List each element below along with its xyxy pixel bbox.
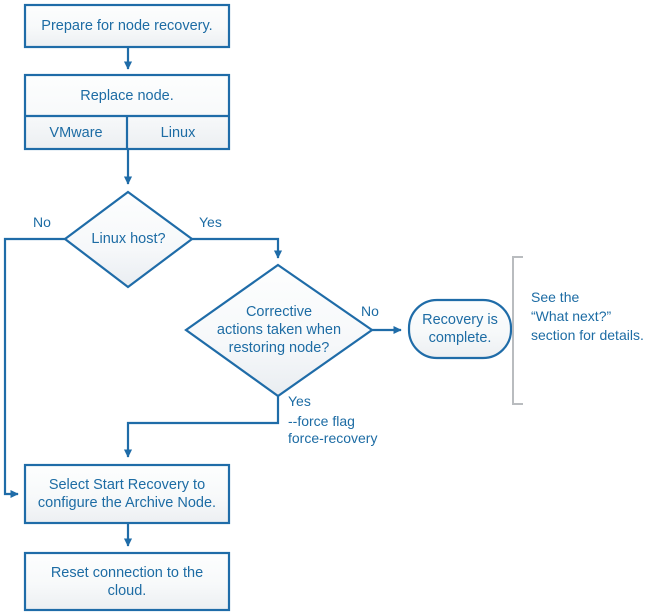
annotation-what-next: See the “What next?” section for details…	[531, 289, 644, 343]
edge-linux-host-yes	[192, 237, 283, 259]
edge-label-force-flag: --force flag force-recovery	[288, 413, 378, 446]
edge-label-corrective-no: No	[361, 303, 379, 319]
edge-label-corrective-yes: Yes	[288, 393, 311, 409]
node-prepare-shape	[23, 3, 231, 49]
annotation-bracket	[512, 256, 523, 405]
edge-corrective-yes	[123, 396, 280, 458]
edge-label-linux-host-no: No	[33, 214, 51, 230]
edge-label-linux-host-yes: Yes	[199, 214, 222, 230]
node-reset-connection-shape	[23, 551, 231, 612]
edge-linux-host-no	[3, 237, 65, 499]
node-linux-host-shape	[63, 190, 194, 289]
node-corrective-shape	[184, 263, 374, 398]
node-recovery-complete-shape	[407, 298, 513, 360]
node-start-recovery-shape	[23, 463, 231, 525]
